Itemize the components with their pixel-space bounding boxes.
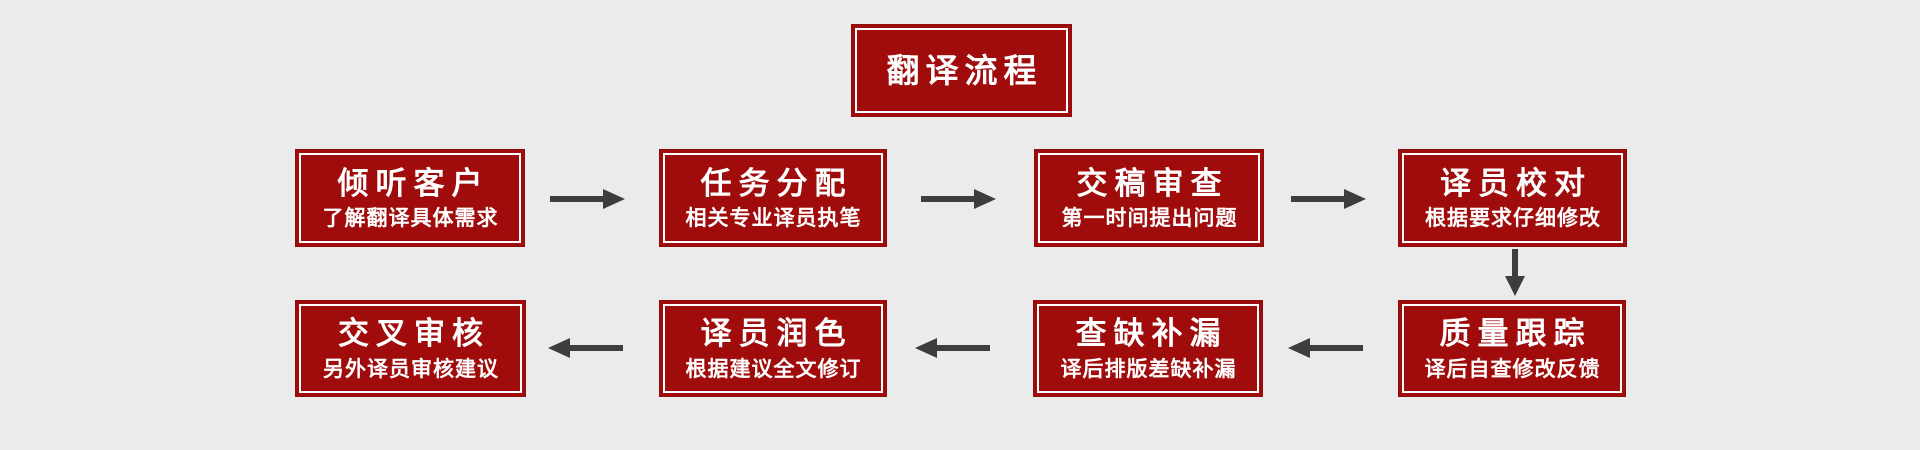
arrow-down-icon [1502, 249, 1528, 296]
node-subtitle: 另外译员审核建议 [323, 357, 499, 381]
arrow-right-icon [920, 186, 996, 212]
arrow-right-icon [549, 186, 625, 212]
node-subtitle: 了解翻译具体需求 [322, 207, 499, 231]
node-subtitle: 译后排版差缺补漏 [1060, 357, 1237, 381]
arrow-left-icon [915, 335, 991, 361]
arrow-right-icon [1290, 186, 1366, 212]
flowchart-title: 翻译流程 [886, 51, 1043, 89]
node-title: 倾听客户 [337, 165, 490, 201]
node-gap-filling: 查缺补漏 译后排版差缺补漏 [1033, 300, 1263, 397]
node-title: 译员校对 [1440, 165, 1592, 201]
node-title: 交稿审查 [1076, 165, 1229, 201]
node-subtitle: 相关专业译员执笔 [685, 207, 862, 231]
node-subtitle: 根据要求仔细修改 [1425, 207, 1601, 231]
node-cross-review: 交叉审核 另外译员审核建议 [295, 300, 526, 397]
flowchart-title-box: 翻译流程 [851, 24, 1072, 117]
node-title: 查缺补漏 [1075, 316, 1228, 352]
node-draft-review: 交稿审查 第一时间提出问题 [1034, 149, 1264, 247]
node-task-assignment: 任务分配 相关专业译员执笔 [659, 149, 887, 247]
node-translator-proofread: 译员校对 根据要求仔细修改 [1398, 149, 1627, 247]
node-title: 任务分配 [700, 165, 853, 201]
node-subtitle: 第一时间提出问题 [1061, 207, 1238, 231]
node-listen-customer: 倾听客户 了解翻译具体需求 [295, 149, 525, 247]
node-title: 译员润色 [700, 316, 853, 352]
node-quality-tracking: 质量跟踪 译后自查修改反馈 [1398, 300, 1626, 397]
arrow-left-icon [1288, 335, 1364, 361]
node-subtitle: 译后自查修改反馈 [1424, 357, 1601, 381]
arrow-left-icon [548, 335, 624, 361]
node-title: 质量跟踪 [1439, 316, 1592, 352]
node-translator-polish: 译员润色 根据建议全文修订 [659, 300, 887, 397]
node-title: 交叉审核 [338, 316, 490, 352]
node-subtitle: 根据建议全文修订 [685, 357, 862, 381]
